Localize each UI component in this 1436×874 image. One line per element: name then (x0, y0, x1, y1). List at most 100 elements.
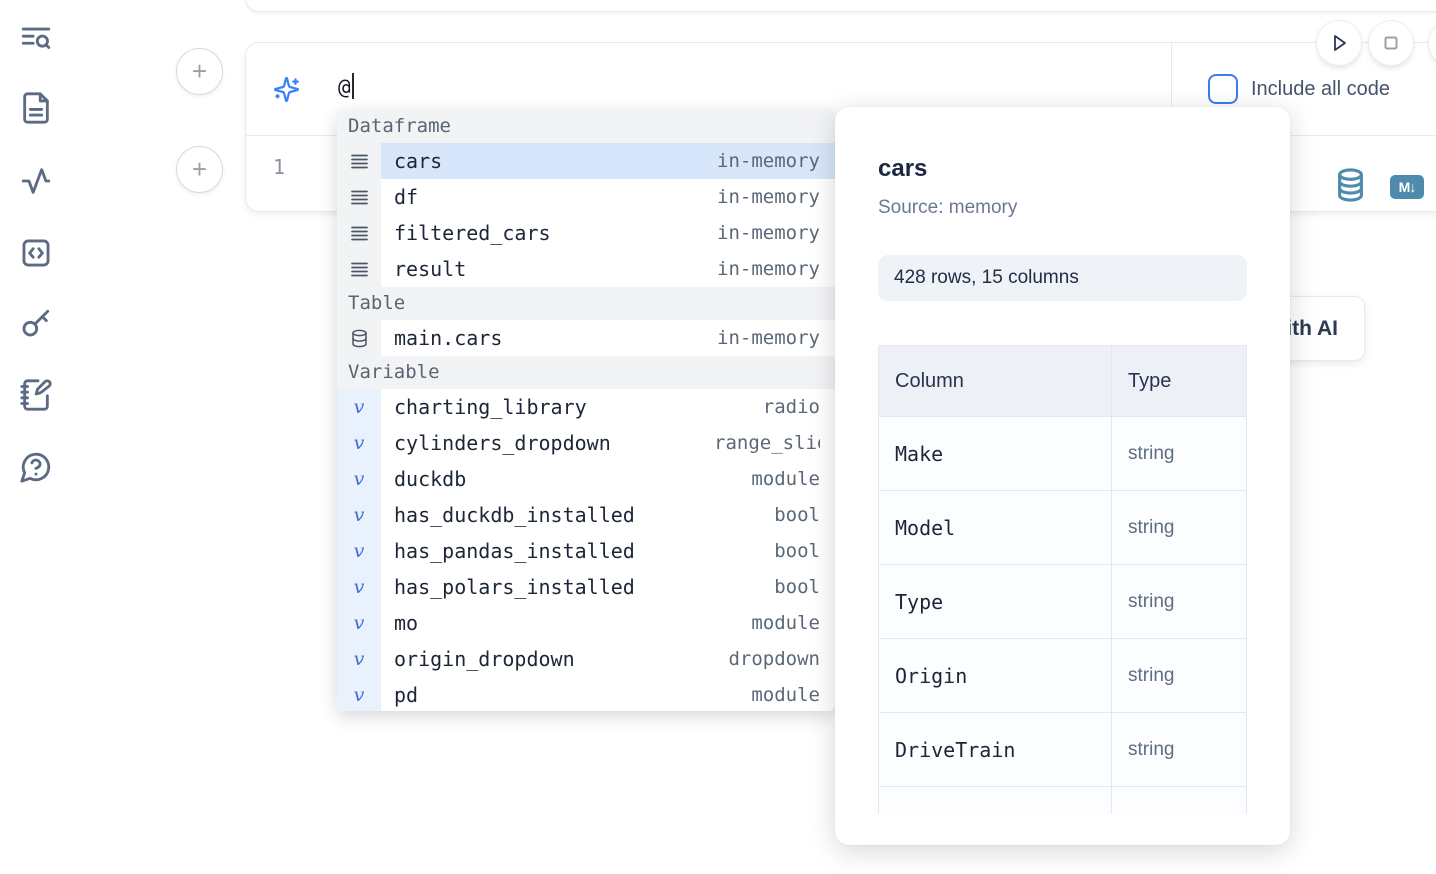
completion-item-name: origin_dropdown (394, 647, 575, 671)
completion-item-type: dropdown (728, 648, 820, 670)
key-icon[interactable] (19, 306, 55, 342)
completion-item-name: result (394, 257, 467, 281)
table-row: Type string (879, 565, 1247, 639)
completion-item-type: bool (774, 540, 820, 562)
variable-icon: v (337, 461, 381, 497)
run-cell-button[interactable] (1317, 21, 1361, 65)
stop-button[interactable] (1369, 21, 1413, 65)
dataframe-icon (337, 251, 381, 287)
column-type: string (1128, 738, 1175, 760)
database-icon (337, 320, 381, 356)
completion-item-type: in-memory (717, 327, 820, 349)
variable-icon: v (337, 389, 381, 425)
variable-icon: v (337, 425, 381, 461)
markdown-icon[interactable]: M↓ (1390, 175, 1424, 199)
completion-item[interactable]: df in-memory (337, 179, 835, 215)
completion-item-type: in-memory (717, 258, 820, 280)
column-name: Type (895, 589, 944, 614)
variable-icon: v (337, 605, 381, 641)
column-name: DriveTrain (895, 737, 1016, 762)
schema-table-header: Column Type (879, 346, 1247, 417)
add-cell-button-top[interactable]: + (176, 48, 223, 95)
completion-item-type: in-memory (717, 186, 820, 208)
activity-icon[interactable] (19, 164, 55, 200)
dataframe-icon (337, 215, 381, 251)
prompt-value: @ (338, 75, 351, 99)
completion-item[interactable]: v origin_dropdown dropdown (337, 641, 835, 677)
completion-item-name: pd (394, 683, 419, 707)
code-snippets-icon[interactable] (19, 236, 55, 272)
add-cell-button-bottom[interactable]: + (176, 146, 223, 193)
variable-icon: v (337, 497, 381, 533)
text-caret (351, 73, 354, 99)
column-name: Origin (895, 663, 968, 688)
completion-item-name: has_pandas_installed (394, 539, 635, 563)
completion-section-header: Dataframe (337, 110, 835, 143)
dataframe-icon (337, 143, 381, 179)
column-type: string (1128, 590, 1175, 612)
include-all-code-label: Include all code (1251, 77, 1390, 100)
preview-source: Source: memory (878, 197, 1018, 218)
ai-sparkle-icon (273, 76, 300, 103)
variable-icon: v (337, 533, 381, 569)
completion-item-type: module (751, 468, 820, 490)
completion-item-name: duckdb (394, 467, 467, 491)
completion-item-type: radio (762, 396, 820, 418)
dataframe-icon (337, 179, 381, 215)
prompt-options: Include all code (1171, 43, 1436, 135)
extra-action-button[interactable] (1429, 21, 1436, 65)
shape-badge: 428 rows, 15 columns (878, 255, 1247, 301)
completion-item[interactable]: v has_pandas_installed bool (337, 533, 835, 569)
ai-prompt-input[interactable]: @ (338, 73, 354, 99)
scratchpad-icon[interactable] (19, 378, 55, 414)
stop-icon (1378, 30, 1404, 56)
dataframe-preview-panel: cars Source: memory 428 rows, 15 columns… (835, 107, 1290, 845)
document-icon[interactable] (19, 91, 55, 127)
completion-item[interactable]: v has_polars_installed bool (337, 569, 835, 605)
column-type: string (1128, 442, 1175, 464)
completion-item-name: charting_library (394, 395, 587, 419)
completion-item[interactable]: result in-memory (337, 251, 835, 287)
column-type: string (1128, 664, 1175, 686)
completion-item-type: range_slider (714, 432, 820, 454)
type-header: Type (1112, 346, 1247, 417)
search-list-icon[interactable] (19, 22, 55, 58)
completion-item-name: main.cars (394, 326, 503, 350)
line-number: 1 (273, 155, 286, 179)
previous-cell (245, 0, 1436, 12)
preview-title: cars (878, 155, 928, 182)
column-type: string (1128, 516, 1175, 538)
play-icon (1326, 30, 1352, 56)
completion-item-name: df (394, 185, 419, 209)
help-chat-icon[interactable] (19, 450, 55, 486)
completion-item-type: module (751, 612, 820, 634)
variable-icon: v (337, 641, 381, 677)
table-row: Make string (879, 417, 1247, 491)
completion-item-type: in-memory (717, 222, 820, 244)
completion-item-name: has_polars_installed (394, 575, 635, 599)
datasource-icon[interactable] (1336, 167, 1365, 203)
completion-item-name: mo (394, 611, 419, 635)
completion-item[interactable]: v charting_library radio (337, 389, 835, 425)
variable-icon: v (337, 569, 381, 605)
column-name: Make (895, 441, 944, 466)
completion-item-type: module (751, 684, 820, 706)
completion-item-type: bool (774, 576, 820, 598)
variable-icon: v (337, 677, 381, 711)
completion-item-type: in-memory (717, 150, 820, 172)
column-name: Model (895, 515, 956, 540)
completion-section-header: Variable (337, 356, 835, 389)
include-all-code-checkbox[interactable] (1208, 74, 1238, 104)
table-row: Origin string (879, 639, 1247, 713)
table-row-partial (879, 787, 1247, 814)
column-header: Column (879, 346, 1112, 417)
completion-item[interactable]: main.cars in-memory (337, 320, 835, 356)
